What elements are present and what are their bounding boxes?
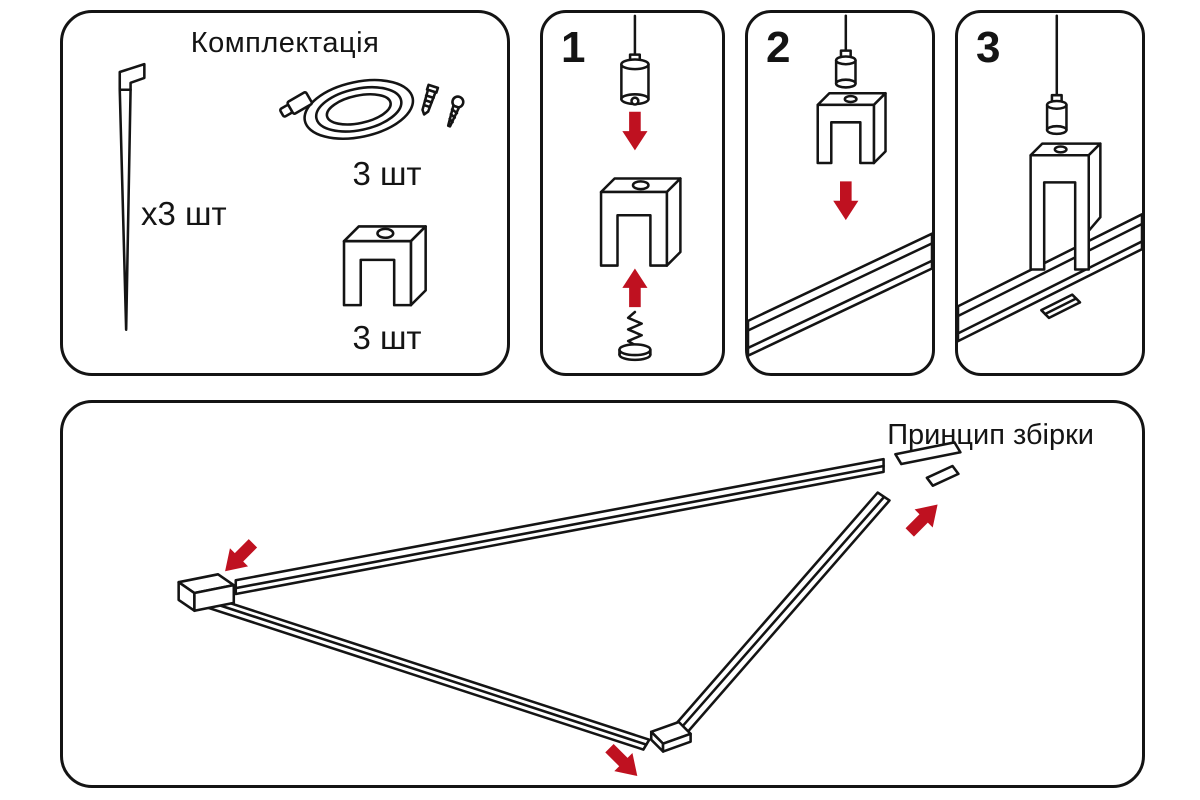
corner-connector-bottom [649,720,692,753]
kit-title: Комплектація [190,27,380,59]
step-1-number: 1 [561,23,586,72]
profile-bar-left [206,596,651,751]
arrow-down-icon [622,111,648,151]
track-profile-illustration [958,213,1142,343]
cable-coil-illustration [279,78,415,140]
assembly-illustration [177,441,962,776]
profile-bar-right [661,491,891,748]
mounting-bracket-illustration [342,225,427,307]
assembly-panel: Принцип збірки [60,400,1145,788]
bracket-count-label: 3 шт [352,319,422,356]
arrow-down-right-icon [605,743,638,776]
mounting-bracket-illustration [599,177,682,267]
suspension-cord-icon [1045,14,1068,136]
step-1-panel: 1 [540,10,725,376]
step-2-number: 2 [766,23,791,72]
bottom-clip-illustration [1040,293,1082,320]
screw-icon [446,95,465,128]
arrow-down-left-icon [225,539,258,572]
assembly-title: Принцип збірки [887,419,1094,451]
step-2-illustration [748,14,932,357]
screw-icon [618,310,652,362]
kit-illustrations [118,62,465,331]
step-3-number: 3 [976,23,1001,72]
step-3-illustration [958,14,1142,343]
mounting-bracket-illustration [1029,142,1102,271]
pin-count-label: x3 шт [141,195,227,232]
kit-panel: Комплектація x3 шт 3 шт 3 шт [60,10,510,376]
profile-bar-top [234,457,885,596]
corner-connector-left [177,573,236,613]
track-profile-illustration [748,232,932,357]
arrow-up-right-icon [905,504,938,537]
step-1-illustration [599,14,682,362]
suspension-cord-icon [620,14,650,106]
step-2-panel: 2 [745,10,935,376]
mounting-bracket-illustration [816,91,887,165]
step-3-panel: 3 [955,10,1145,376]
suspension-pin-illustration [118,62,146,331]
cable-count-label: 3 шт [352,155,422,192]
anchor-icon [421,83,440,116]
arrow-up-icon [622,268,648,308]
suspension-cord-icon [834,14,857,89]
arrow-down-icon [833,181,859,221]
corner-connector-right [894,441,962,487]
